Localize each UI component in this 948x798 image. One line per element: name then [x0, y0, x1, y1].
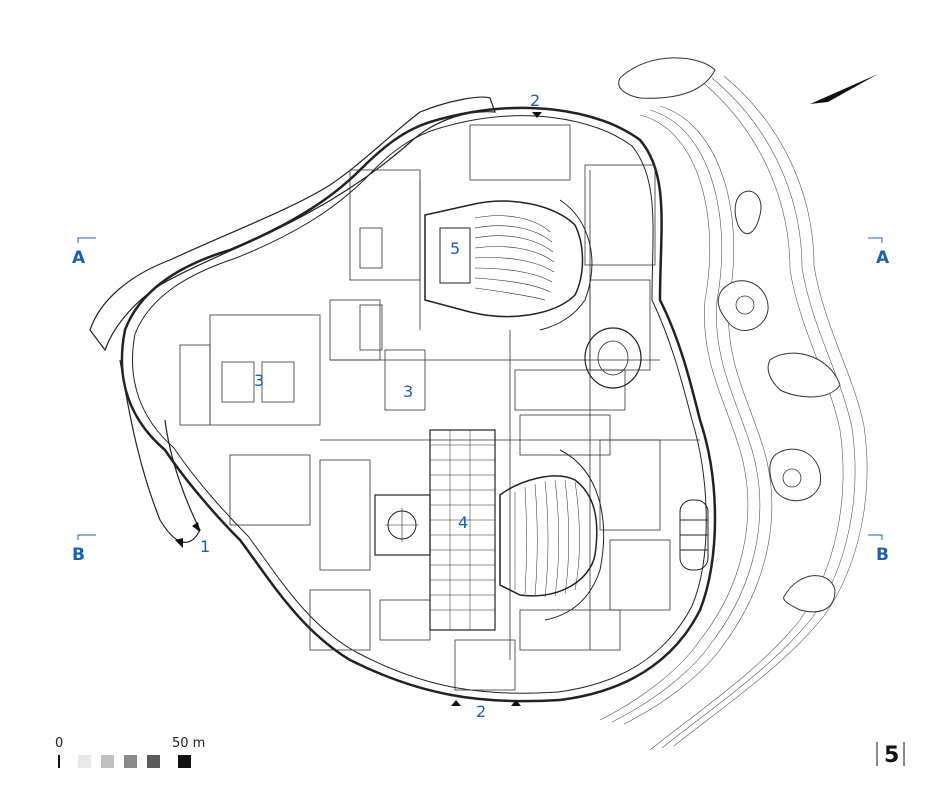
label-entrance-2-bottom: 2 [476, 702, 486, 721]
entrance-2-top-arrow [532, 112, 542, 118]
label-hall-5: 5 [450, 239, 460, 258]
page-number-frame [876, 742, 905, 766]
scale-bar [58, 755, 191, 768]
section-b-right: B [876, 545, 889, 565]
label-hall-4: 4 [458, 513, 468, 532]
entrance-2-bottom-arrow-left [451, 700, 461, 706]
auditorium-4 [374, 429, 605, 631]
planter-islands [618, 57, 841, 613]
tree-symbols [735, 295, 802, 488]
scale-bar-start: 0 [55, 736, 63, 751]
east-ramp [679, 499, 709, 571]
label-entrance-1: 1 [200, 537, 210, 556]
entrance-1-arrow-left [175, 538, 183, 548]
section-b-left: B [72, 545, 85, 565]
building-outline [89, 96, 717, 703]
interior-walls [179, 124, 700, 691]
circular-room [584, 327, 642, 389]
section-markers [77, 237, 883, 540]
section-a-left: A [72, 248, 86, 268]
section-a-right: A [876, 248, 890, 268]
scale-bar-end: 50 m [172, 736, 205, 751]
auditorium-5 [424, 199, 593, 331]
entrance-2-bottom-arrow-right [511, 700, 521, 706]
landscape-bands [599, 75, 868, 751]
label-foyer-3-center: 3 [403, 382, 413, 401]
page-number: 5 [884, 743, 899, 768]
label-entrance-2-top: 2 [530, 91, 540, 110]
entrance-arrows [175, 112, 542, 706]
entrance-1-arrow-right [192, 522, 200, 532]
north-arrow [810, 74, 878, 104]
label-foyer-3-left: 3 [254, 371, 264, 390]
